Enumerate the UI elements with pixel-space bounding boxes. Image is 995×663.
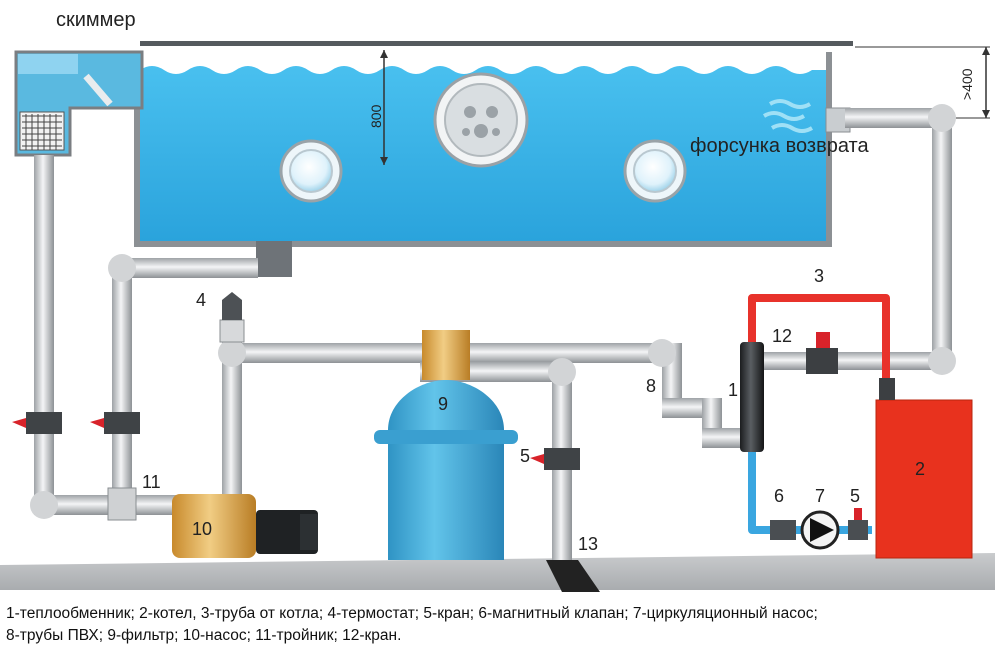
valve-drain xyxy=(90,412,140,434)
height-label: >400 xyxy=(959,68,975,100)
diagram-canvas: скиммер форсунка возврата 800 >400 1 2 3… xyxy=(0,9,995,592)
label-2: 2 xyxy=(915,459,925,479)
legend: 1-теплообменник; 2-котел, 3-труба от кот… xyxy=(6,603,991,647)
label-8: 8 xyxy=(646,376,656,396)
boiler-valve xyxy=(848,508,868,540)
label-5b: 5 xyxy=(850,486,860,506)
hot-pipe xyxy=(748,294,890,385)
legend-line-2: 8-трубы ПВХ; 9-фильтр; 10-насос; 11-трой… xyxy=(6,627,402,644)
skimmer xyxy=(14,50,144,157)
valve-12 xyxy=(806,332,838,374)
valve-skimmer xyxy=(12,412,62,434)
pump xyxy=(172,494,318,558)
label-4: 4 xyxy=(196,290,206,310)
pool-light-right xyxy=(623,139,687,203)
drain-outlet xyxy=(546,560,600,592)
label-13: 13 xyxy=(578,534,598,554)
label-11: 11 xyxy=(142,472,161,492)
counter-current-unit xyxy=(433,72,529,168)
ground xyxy=(0,553,995,590)
heat-exchanger xyxy=(740,342,764,452)
circulation-pump xyxy=(800,510,840,550)
skimmer-label: скиммер xyxy=(56,9,136,31)
boiler xyxy=(875,399,973,559)
sand-filter xyxy=(374,330,518,560)
thermostat xyxy=(219,292,245,343)
magnetic-valve xyxy=(770,520,796,540)
depth-label: 800 xyxy=(368,104,384,128)
depth-dimension xyxy=(380,50,388,165)
label-9: 9 xyxy=(438,394,448,414)
legend-line-1: 1-теплообменник; 2-котел, 3-труба от кот… xyxy=(6,605,818,622)
label-5a: 5 xyxy=(520,446,530,466)
nozzle-label: форсунка возврата xyxy=(690,135,869,157)
pool-deck xyxy=(140,41,853,46)
valve-5-drain xyxy=(530,448,580,470)
pool-light-left xyxy=(279,139,343,203)
label-6: 6 xyxy=(774,486,784,506)
label-10: 10 xyxy=(192,519,212,539)
bottom-drain xyxy=(256,241,292,277)
label-3: 3 xyxy=(814,266,824,286)
label-7: 7 xyxy=(815,486,825,506)
label-1: 1 xyxy=(728,380,738,400)
label-12: 12 xyxy=(772,326,792,346)
